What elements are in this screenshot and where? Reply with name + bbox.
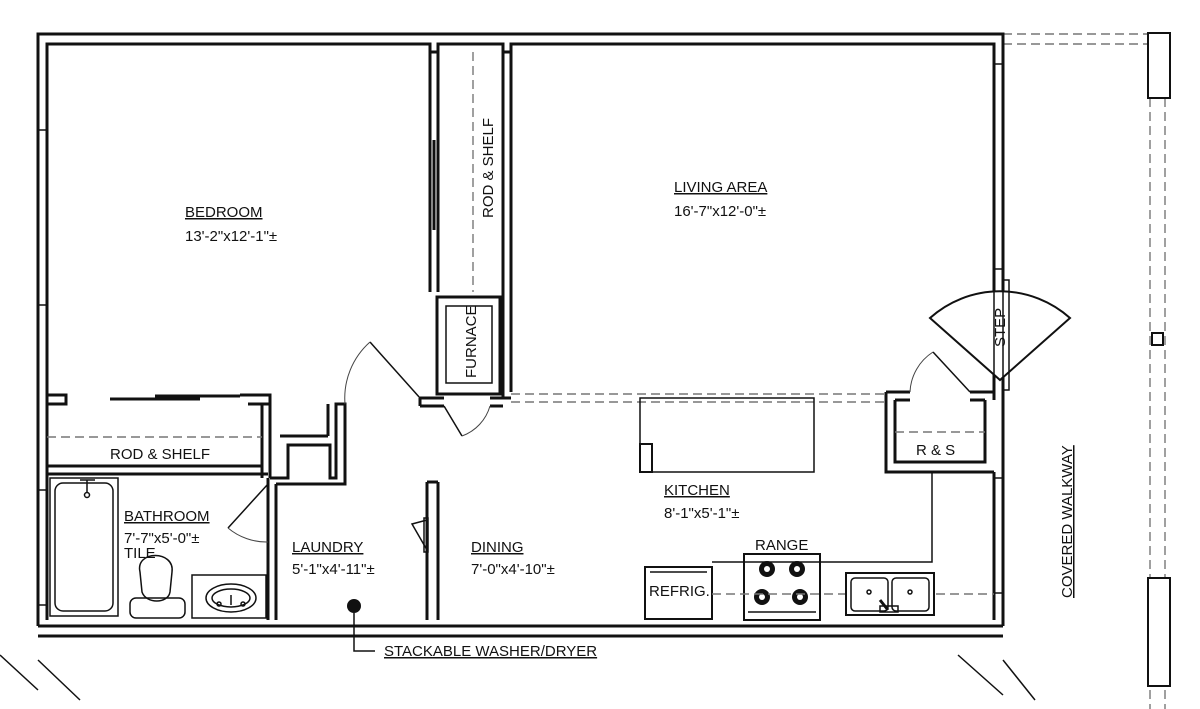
room-labels: BEDROOM 13'-2"x12'-1"± LIVING AREA 16'-7… [110,118,1076,660]
furnace-unit [445,305,493,384]
covered-walkway [1003,32,1171,709]
refrigerator [644,566,713,620]
laundry-name: LAUNDRY [292,539,363,556]
bedroom-dims: 13'-2"x12'-1"± [185,228,277,245]
bathroom-name: BATHROOM [124,508,210,525]
exterior-walls [0,32,1036,701]
dining-name: DINING [471,539,524,556]
living-name: LIVING AREA [674,179,767,196]
laundry-dims: 5'-1"x4'-11"± [292,561,375,578]
range [743,553,821,621]
walkway-post-middle [1151,332,1164,346]
window-bath [37,489,48,606]
window-kitchen [993,477,1004,594]
bedroom-name: BEDROOM [185,204,263,221]
range-label: RANGE [755,537,808,554]
rod-shelf-closet-label: ROD & SHELF [480,118,497,218]
walkway-post-top [1147,32,1171,99]
window-bedroom [37,129,48,306]
kitchen-dims: 8'-1"x5'-1"± [664,505,739,522]
window-living [993,63,1004,270]
washer-label: STACKABLE WASHER/DRYER [384,643,597,660]
interior-walls [47,52,994,620]
dining-dims: 7'-0"x4'-10"± [471,561,555,578]
bathtub [49,477,119,617]
range-burners [748,561,816,613]
step-label: STEP [992,308,1009,347]
kitchen-name: KITCHEN [664,482,730,499]
walkway-label: COVERED WALKWAY [1059,445,1076,598]
furnace-label: FURNACE [463,305,480,378]
kitchen-sink [845,572,935,616]
bath-sink [191,574,267,619]
doors [227,270,1072,553]
bathroom-dims: 7'-7"x5'-0"± [124,530,199,547]
rod-shelf-bedroom-label: ROD & SHELF [110,446,210,463]
washer-hookup [347,599,361,613]
kitchen-counter [639,397,815,473]
toilet [129,554,186,619]
fixtures [49,397,994,652]
refrig-label: REFRIG. [649,583,710,600]
rs-label: R & S [916,442,955,459]
walkway-post-bottom [1147,577,1171,687]
living-dims: 16'-7"x12'-0"± [674,203,766,220]
bathroom-note: TILE [124,545,156,562]
